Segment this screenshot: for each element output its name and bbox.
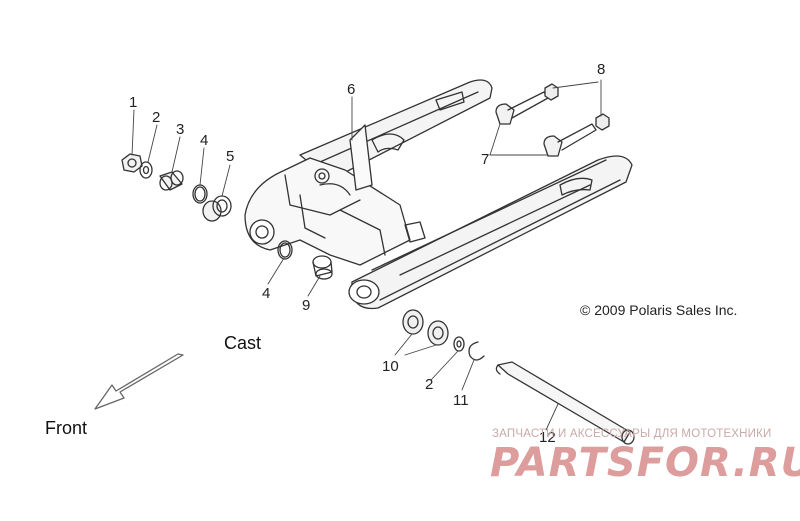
part-8-nut-lower (595, 113, 610, 131)
callout-4-lower: 4 (262, 285, 271, 302)
callout-9: 9 (302, 297, 311, 314)
swingarm-pivot-body (244, 124, 411, 266)
part-8-nut-upper (544, 83, 559, 101)
cast-label: Cast (224, 333, 262, 353)
watermark-tagline: ЗАПЧАСТИ И АКСЕССУАРЫ ДЛЯ МОТОТЕХНИКИ (492, 428, 772, 440)
leader-lines (131, 79, 602, 431)
part-11-circlip (468, 341, 485, 361)
callout-7: 7 (481, 151, 490, 168)
part-3-sleeve (159, 170, 184, 191)
swingarm-lower-arm (348, 155, 633, 310)
swingarm-upper-arm (299, 79, 493, 181)
part-10-bearing-a (402, 309, 424, 335)
part-2-washer-lower (453, 336, 465, 352)
part-4-ring-lower (277, 240, 293, 260)
callout-6: 6 (347, 81, 356, 98)
callout-11: 11 (453, 392, 469, 409)
callout-10: 10 (382, 358, 399, 375)
part-7-bolt-upper (495, 91, 549, 125)
watermark-logo: PARTSFOR.RU (490, 440, 800, 486)
callout-3: 3 (176, 121, 185, 138)
callout-12: 12 (539, 429, 556, 446)
copyright-text: © 2009 Polaris Sales Inc. (580, 302, 738, 318)
front-label: Front (45, 418, 88, 438)
callout-8: 8 (597, 61, 606, 78)
part-10-bearing-b (427, 320, 449, 346)
part-1-nut (121, 153, 143, 173)
part-2-washer (139, 161, 153, 179)
callout-2: 2 (152, 109, 161, 126)
part-5-bushing (202, 195, 232, 222)
part-12-pivot-shaft (495, 361, 635, 445)
callout-2-lower: 2 (425, 376, 434, 393)
part-4-ring-upper (192, 184, 208, 204)
callout-1: 1 (129, 94, 138, 111)
front-arrow (94, 353, 184, 410)
part-9-bushing (312, 255, 333, 280)
callout-5: 5 (226, 148, 235, 165)
part-7-bolt-lower (543, 123, 597, 157)
callout-4-upper: 4 (200, 132, 209, 149)
